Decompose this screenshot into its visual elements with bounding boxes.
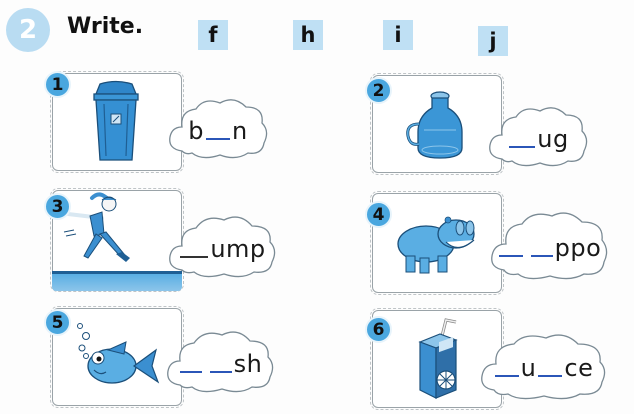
letter-bank-j: j (478, 26, 508, 56)
item-5-number-badge: 5 (44, 309, 71, 336)
item-5-word-cloud: sh (164, 327, 276, 397)
item-2-word: ug (486, 103, 590, 171)
item-4-word-cloud: ppo (488, 208, 610, 284)
jug-icon (406, 91, 463, 159)
item-3-number-badge: 3 (44, 193, 71, 220)
item-5-word: sh (164, 327, 276, 397)
item-5-blank-1[interactable] (179, 355, 202, 373)
item-6-blank-2[interactable] (538, 359, 563, 377)
item-6-blank-1[interactable] (494, 359, 519, 377)
letter-bank-f: f (198, 20, 228, 50)
girl-jumping-icon (63, 192, 130, 262)
item-3-word: ump (166, 212, 278, 282)
item-2-blank-1[interactable] (509, 130, 536, 148)
exercise-number-badge: 2 (6, 8, 50, 52)
item-4-blank-1[interactable] (498, 239, 523, 257)
exercise-instruction: Write. (67, 14, 144, 39)
juice-box-icon (418, 318, 458, 399)
item-3-word-cloud: ump (166, 212, 278, 282)
fish-icon (77, 323, 160, 384)
letter-bank-h: h (293, 20, 323, 50)
item-3-blank-1[interactable] (180, 240, 209, 258)
item-2-number-badge: 2 (365, 77, 392, 104)
item-2-word-cloud: ug (486, 103, 590, 171)
item-4-number-badge: 4 (365, 201, 392, 228)
item-1-number-badge: 1 (44, 71, 71, 98)
item-6-number-badge: 6 (365, 316, 392, 343)
item-4-word: ppo (488, 208, 610, 284)
hippo-icon (397, 216, 475, 274)
bin-icon (93, 80, 139, 161)
letter-bank-i: i (383, 20, 413, 50)
item-5-blank-2[interactable] (209, 355, 232, 373)
item-1-blank-1[interactable] (206, 122, 230, 140)
item-4-blank-2[interactable] (530, 239, 553, 257)
water-pool (52, 271, 182, 291)
